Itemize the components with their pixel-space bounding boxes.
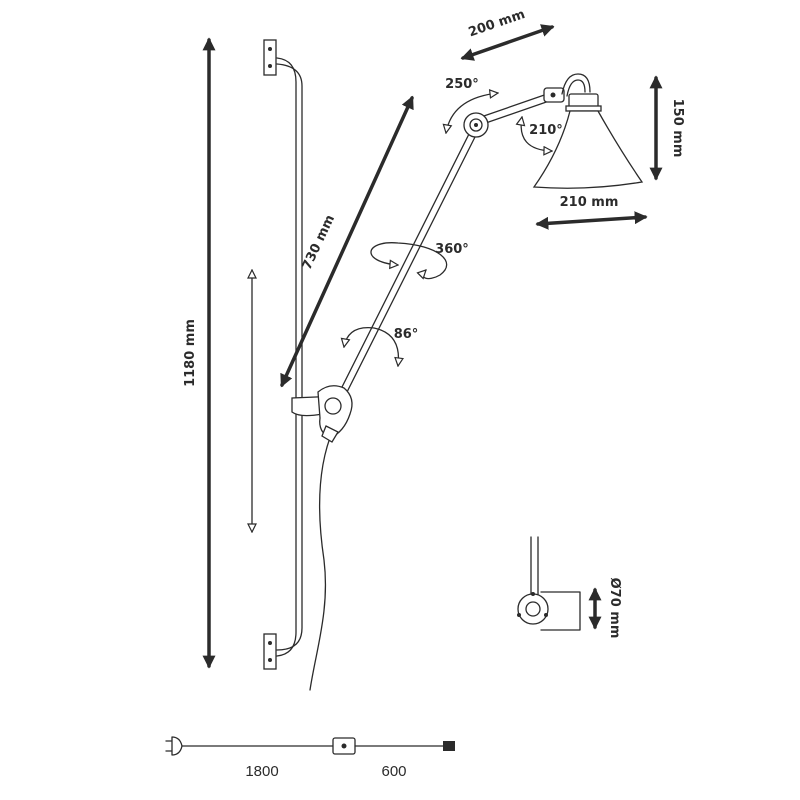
cord-length-1800: 1800 (245, 763, 278, 780)
shade-joint (543, 87, 565, 103)
elbow-joint (463, 112, 489, 138)
dim-730-arrow (280, 95, 414, 388)
cord-length-600: 600 (381, 763, 406, 780)
label-730: 730 mm (300, 213, 338, 273)
label-250-deg: 250° (445, 77, 479, 92)
wall-base-detail (517, 536, 581, 631)
label-200: 200 mm (467, 7, 527, 40)
lamp-shade (532, 73, 644, 189)
rotation-210-arrow (521, 117, 552, 151)
label-70: Ø70 mm (607, 578, 622, 639)
rail-clamp (291, 385, 353, 443)
label-150: 150 mm (670, 99, 685, 158)
plug-icon (165, 736, 183, 756)
rotation-250-arrow (446, 93, 498, 133)
cord-end-connector (443, 741, 455, 751)
dim-200-arrow (460, 24, 555, 61)
dim-210-arrow (535, 211, 648, 230)
label-1180: 1180 mm (183, 319, 198, 387)
lower-arm (337, 125, 480, 399)
power-cord (309, 429, 334, 691)
top-wall-bracket (263, 39, 277, 76)
label-210-deg: 210° (529, 123, 563, 138)
wall-rail (276, 57, 303, 657)
cord-diagram (165, 736, 455, 756)
bottom-wall-bracket (263, 633, 277, 670)
label-210: 210 mm (560, 195, 619, 210)
label-360-deg: 360° (435, 242, 469, 257)
rotation-86-arrow (344, 326, 399, 366)
label-86-deg: 86° (394, 327, 419, 342)
rotation-360-arrow (370, 242, 448, 279)
